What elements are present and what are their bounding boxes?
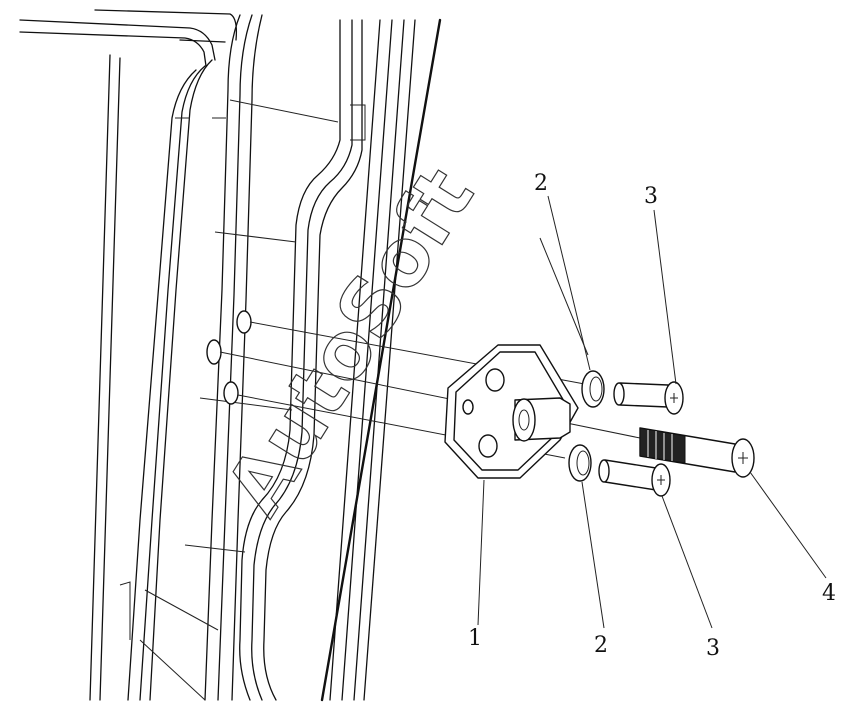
mount-hole-middle: [206, 339, 222, 365]
callout-part-2-bottom: 2: [594, 633, 608, 658]
mount-hole-top: [236, 310, 252, 334]
screw-top: [613, 381, 684, 415]
door-frame: [19, 9, 442, 702]
leader-lines: [477, 195, 827, 629]
callout-part-2-top: 2: [534, 171, 548, 196]
callout-part-3-bottom: 3: [706, 636, 720, 661]
watermark: AutoSoft: [210, 154, 492, 531]
callout-part-3-top: 3: [644, 184, 658, 209]
mount-hole-bottom: [223, 381, 239, 405]
callout-part-4: 4: [822, 581, 836, 606]
washer-bottom: [568, 444, 592, 482]
threaded-bolt: [639, 427, 755, 478]
hinge-plate: [444, 344, 579, 479]
callout-part-1: 1: [468, 626, 482, 651]
screw-bottom: [598, 459, 671, 497]
washer-top: [581, 370, 605, 408]
